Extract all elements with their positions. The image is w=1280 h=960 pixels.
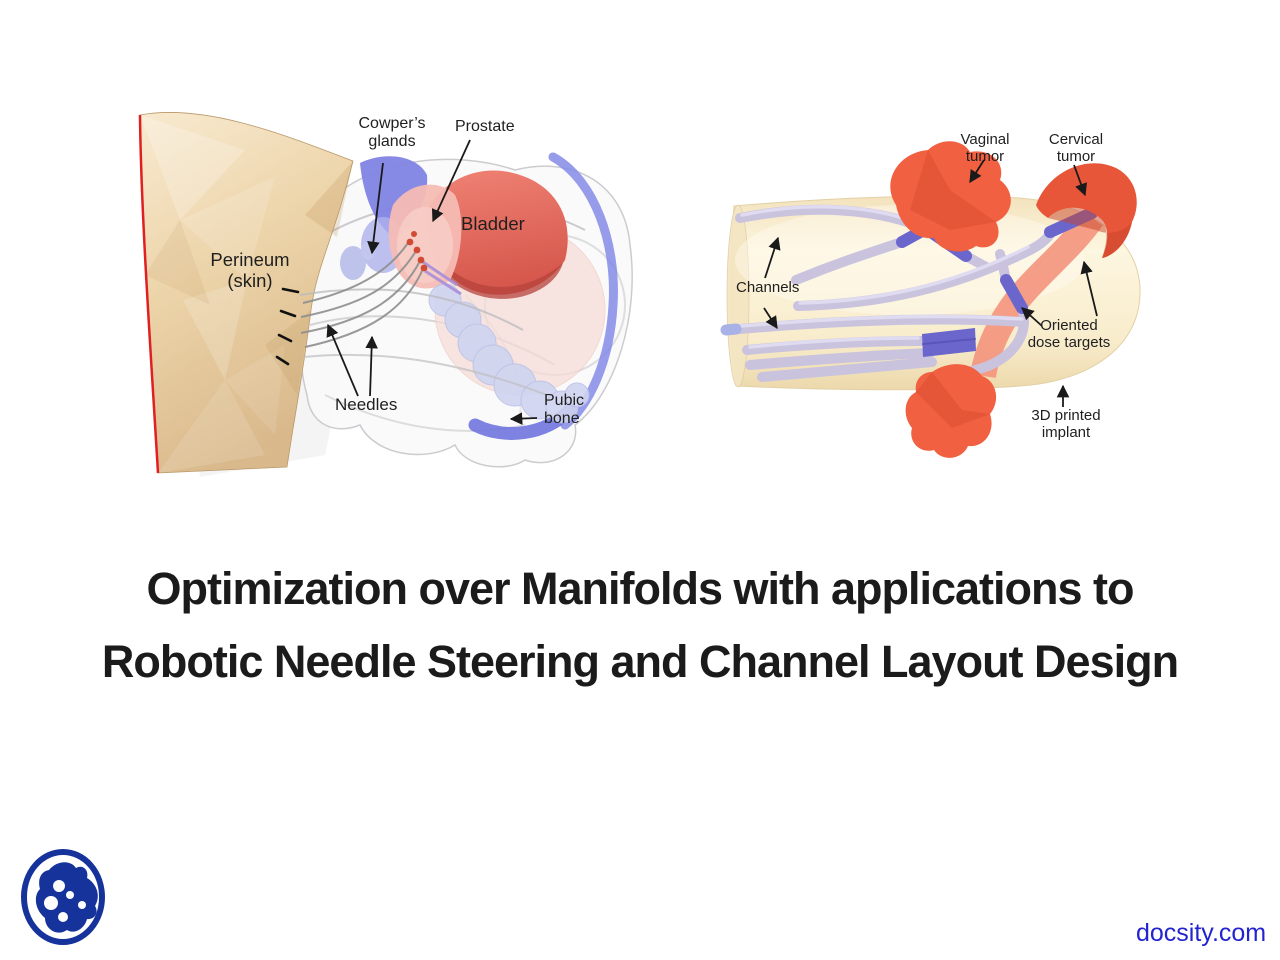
- label-line: Oriented: [1040, 317, 1098, 334]
- label-line: glands: [368, 132, 416, 150]
- label-oriented-dose-targets: Oriented dose targets: [999, 317, 1139, 352]
- label-perineum: Perineum (skin): [195, 249, 305, 291]
- label-line: implant: [1041, 423, 1091, 441]
- label-bladder: Bladder: [461, 213, 525, 234]
- label-cowpers-glands: Cowper’s glands: [337, 115, 447, 151]
- label-line: Cowper’s: [358, 115, 426, 132]
- tumor-ribbon: [970, 210, 1103, 379]
- docsity-logo: [21, 849, 105, 945]
- label-line: Pubic: [544, 392, 585, 409]
- slide-title-line2: Robotic Needle Steering and Channel Layo…: [101, 636, 1179, 687]
- implant-channels-figure: [720, 141, 1141, 458]
- label-line: Perineum: [210, 249, 290, 270]
- needles-group: [275, 231, 548, 396]
- perineum-skin-patch: [138, 112, 354, 474]
- seminal-vesicles: [428, 283, 590, 424]
- logo-holes: [44, 880, 86, 922]
- label-line: tumor: [965, 147, 1005, 165]
- label-line: tumor: [1056, 147, 1096, 165]
- slide-title-line1: Optimization over Manifolds with applica…: [146, 563, 1134, 614]
- docsity-link[interactable]: docsity.com: [1136, 919, 1267, 947]
- label-vaginal-tumor: Vaginal tumor: [935, 131, 1035, 166]
- label-channels: Channels: [736, 279, 800, 296]
- label-pubic-bone: Pubic bone: [544, 392, 584, 428]
- label-line: 3D printed: [1031, 407, 1101, 424]
- label-3d-printed-implant: 3D printed implant: [1006, 407, 1126, 442]
- slide-title: Optimization over Manifolds with applica…: [0, 552, 1280, 698]
- label-line: Vaginal: [960, 131, 1010, 148]
- label-line: bone: [544, 409, 580, 427]
- label-cervical-tumor: Cervical tumor: [1026, 131, 1126, 166]
- label-needles: Needles: [335, 395, 398, 414]
- label-line: Cervical: [1048, 131, 1104, 148]
- left-figure-arrows: [326, 139, 538, 425]
- skin-entry-ticks: [275, 287, 300, 366]
- label-line: (skin): [227, 269, 273, 291]
- right-figure-arrows: [763, 159, 1098, 407]
- prostate-needle-figure: [138, 112, 633, 477]
- bladder-shape: [425, 170, 568, 299]
- tumor-shapes: [890, 141, 1137, 458]
- label-prostate: Prostate: [455, 118, 515, 135]
- label-line: dose targets: [1027, 333, 1111, 351]
